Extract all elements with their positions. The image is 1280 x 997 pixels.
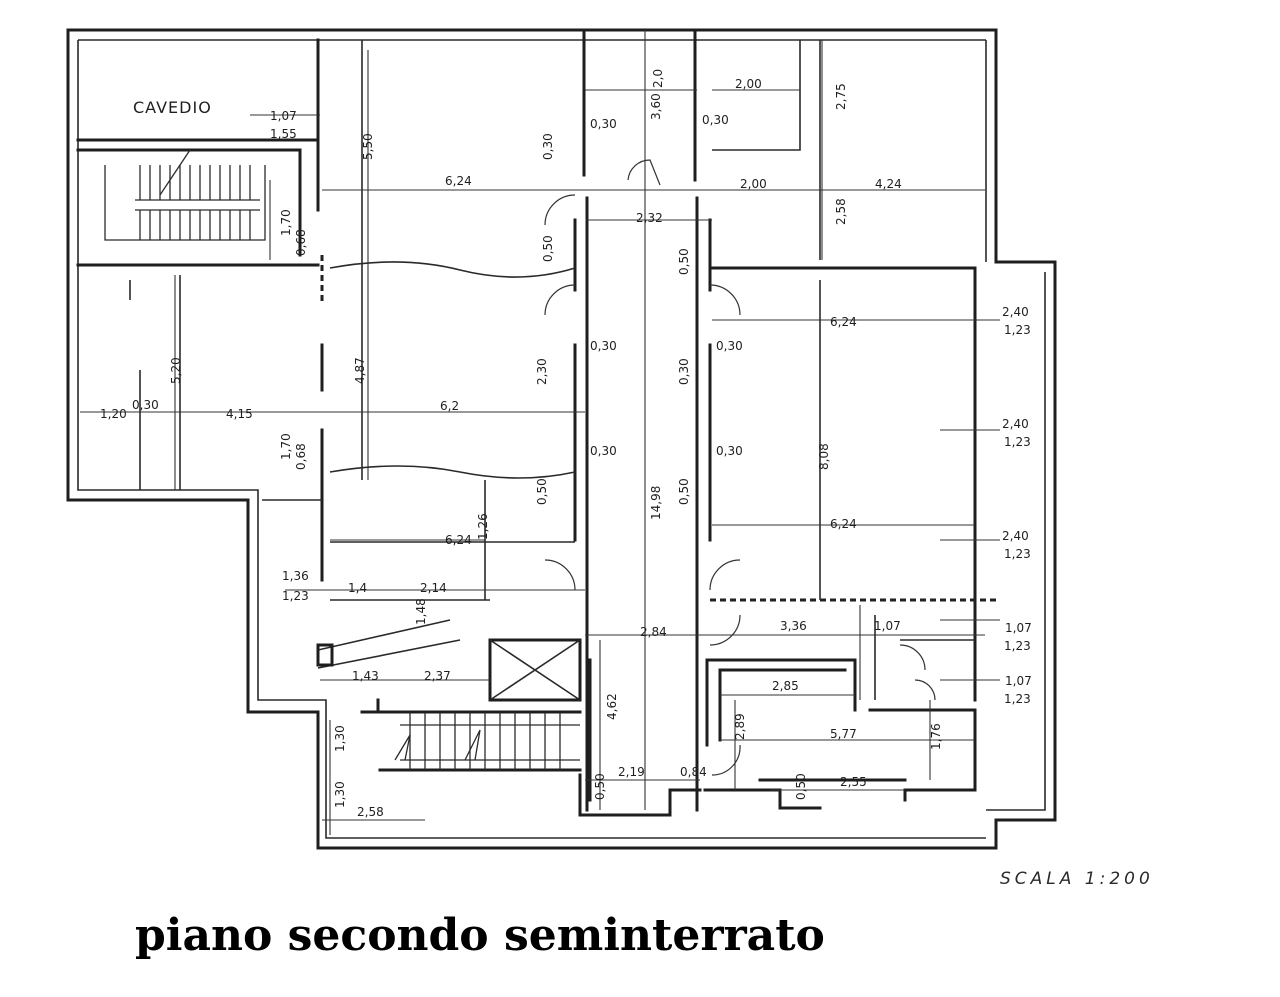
stairs-lower bbox=[394, 712, 580, 770]
stairs-upper bbox=[104, 149, 266, 241]
dim-label: 1,70 bbox=[279, 433, 293, 460]
room-label-cavedio: CAVEDIO bbox=[133, 98, 212, 117]
dim-label: 0,30 bbox=[677, 358, 691, 385]
scale-label: SCALA 1:200 bbox=[1000, 869, 1154, 889]
dim-label: 1,23 bbox=[1004, 639, 1031, 653]
dim-label: 1,23 bbox=[282, 589, 309, 603]
dim-label: 1,30 bbox=[333, 725, 347, 752]
dim-label: 2,75 bbox=[834, 83, 848, 110]
dim-label: 6,24 bbox=[830, 517, 857, 531]
dim-label: 2,84 bbox=[640, 625, 667, 639]
dim-label: 2,37 bbox=[424, 669, 451, 683]
dim-label: 2,32 bbox=[636, 211, 663, 225]
dim-label: 1,23 bbox=[1004, 323, 1031, 337]
outer-walls bbox=[66, 28, 1057, 850]
dim-label: 6,2 bbox=[440, 399, 459, 413]
dim-label: 4,87 bbox=[353, 357, 367, 384]
dim-label: 0,50 bbox=[794, 773, 808, 800]
dim-label: 0,30 bbox=[590, 339, 617, 353]
dim-label: 2,00 bbox=[735, 77, 762, 91]
dim-label: 1,76 bbox=[929, 723, 943, 750]
dim-label: 1,23 bbox=[1004, 547, 1031, 561]
dim-label: 0,84 bbox=[680, 765, 707, 779]
dim-label: 3,60 bbox=[649, 93, 663, 120]
door-swings bbox=[544, 159, 936, 776]
dim-label: 2,00 bbox=[740, 177, 767, 191]
dim-label: 6,24 bbox=[445, 174, 472, 188]
dim-label: 0,50 bbox=[677, 248, 691, 275]
dim-label: 0,68 bbox=[294, 443, 308, 470]
dim-label: 4,15 bbox=[226, 407, 253, 421]
dim-label: 0,30 bbox=[702, 113, 729, 127]
dimension-lines bbox=[80, 30, 1000, 835]
dim-label: 1,23 bbox=[1004, 692, 1031, 706]
plan-title: piano secondo seminterrato bbox=[135, 910, 825, 961]
dim-label: 1,07 bbox=[874, 619, 901, 633]
dim-label: 2,58 bbox=[357, 805, 384, 819]
dim-label: 1,4 bbox=[348, 581, 367, 595]
dim-label: 2,14 bbox=[420, 581, 447, 595]
dim-label: 2,40 bbox=[1002, 529, 1029, 543]
dim-label: 4,24 bbox=[875, 177, 902, 191]
dim-label: 5,20 bbox=[169, 357, 183, 384]
dim-label: 1,30 bbox=[333, 781, 347, 808]
dim-label: 0,30 bbox=[132, 398, 159, 412]
dim-label: 2,55 bbox=[840, 775, 867, 789]
dim-label: 5,50 bbox=[361, 133, 375, 160]
dim-label: 0,68 bbox=[294, 229, 308, 256]
dim-label: 2,40 bbox=[1002, 417, 1029, 431]
dim-label: 1,07 bbox=[1005, 621, 1032, 635]
dim-label: 1,48 bbox=[414, 598, 428, 625]
dim-label: 0,50 bbox=[541, 235, 555, 262]
dim-label: 2,40 bbox=[1002, 305, 1029, 319]
dim-label: 0,30 bbox=[541, 133, 555, 160]
dimension-labels: 1,07 1,55 5,50 6,24 0,30 0,30 3,60 2,0 0… bbox=[100, 69, 1032, 819]
dim-label: 0,50 bbox=[593, 773, 607, 800]
dim-label: 1,07 bbox=[1005, 674, 1032, 688]
dim-label: 1,20 bbox=[100, 407, 127, 421]
dim-label: 8,08 bbox=[817, 443, 831, 470]
dim-label: 0,30 bbox=[590, 444, 617, 458]
dim-label: 6,24 bbox=[830, 315, 857, 329]
dim-label: 0,30 bbox=[716, 444, 743, 458]
interior-walls bbox=[76, 28, 1000, 817]
dim-label: 0,30 bbox=[716, 339, 743, 353]
dim-label: 1,26 bbox=[476, 513, 490, 540]
dim-label: 1,23 bbox=[1004, 435, 1031, 449]
dim-label: 6,24 bbox=[445, 533, 472, 547]
dim-label: 2,58 bbox=[834, 198, 848, 225]
dim-label: 1,43 bbox=[352, 669, 379, 683]
dim-label: 2,30 bbox=[535, 358, 549, 385]
dim-label: 1,07 bbox=[270, 109, 297, 123]
dim-label: 0,30 bbox=[590, 117, 617, 131]
dim-label: 2,19 bbox=[618, 765, 645, 779]
dim-label: 1,70 bbox=[279, 209, 293, 236]
dim-label: 1,36 bbox=[282, 569, 309, 583]
dim-label: 14,98 bbox=[649, 486, 663, 520]
dim-label: 3,36 bbox=[780, 619, 807, 633]
dim-label: 0,50 bbox=[535, 478, 549, 505]
dim-label: 2,85 bbox=[772, 679, 799, 693]
dim-label: 4,62 bbox=[605, 693, 619, 720]
dim-label: 1,55 bbox=[270, 127, 297, 141]
dim-label: 2,89 bbox=[733, 713, 747, 740]
dim-label: 0,50 bbox=[677, 478, 691, 505]
dim-label: 5,77 bbox=[830, 727, 857, 741]
dim-label: 2,0 bbox=[651, 69, 665, 88]
